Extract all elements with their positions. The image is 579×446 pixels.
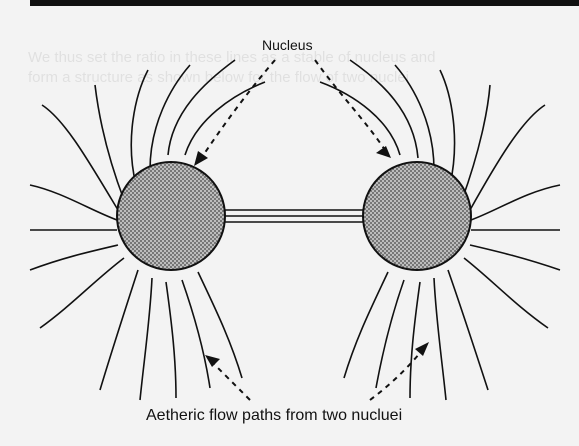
nucleus-pointer-arrows xyxy=(200,60,385,160)
caption-arrowheads xyxy=(205,342,429,367)
nucleus-connector xyxy=(224,210,364,222)
nucleus-arrowheads xyxy=(194,146,391,166)
left-nucleus xyxy=(117,162,225,270)
caption-pointer-arrows xyxy=(210,348,424,400)
nucleus-label: Nucleus xyxy=(262,35,313,55)
right-nucleus xyxy=(363,162,471,270)
caption-label: Aetheric flow paths from two nucluei xyxy=(146,406,402,426)
